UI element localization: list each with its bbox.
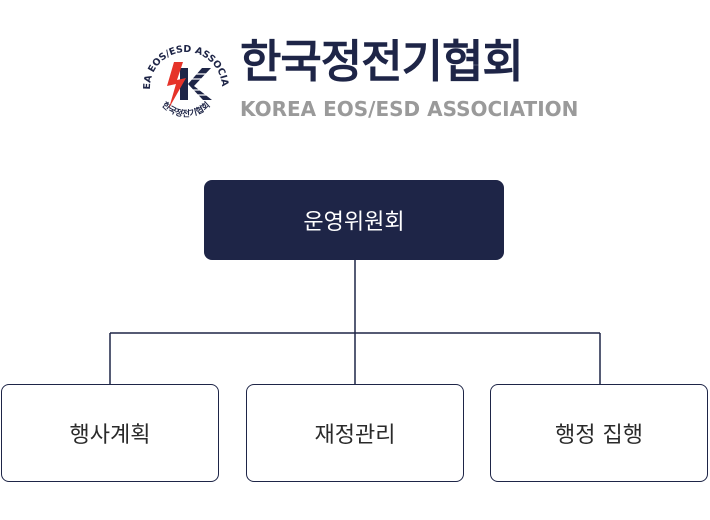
k-letter-mark bbox=[180, 68, 212, 100]
org-node-child-3: 행정 집행 bbox=[490, 384, 708, 482]
lightning-bolt-icon bbox=[167, 62, 186, 108]
org-node-child-1: 행사계획 bbox=[1, 384, 219, 482]
org-node-root: 운영위원회 bbox=[204, 180, 504, 260]
association-title-english: KOREA EOS/ESD ASSOCIATION bbox=[240, 97, 579, 121]
logo-header: KOREA EOS/ESD ASSOCIATION 한국정전기협회 한국정전기협… bbox=[136, 28, 579, 128]
association-title-korean: 한국정전기협회 bbox=[240, 35, 524, 88]
org-node-child-2: 재정관리 bbox=[246, 384, 464, 482]
org-node-root-label: 운영위원회 bbox=[303, 210, 405, 235]
org-node-child-2-label: 재정관리 bbox=[314, 423, 396, 448]
org-node-child-1-label: 행사계획 bbox=[69, 423, 151, 448]
association-seal-icon: KOREA EOS/ESD ASSOCIATION 한국정전기협회 bbox=[136, 34, 230, 120]
org-node-child-3-label: 행정 집행 bbox=[555, 423, 643, 448]
